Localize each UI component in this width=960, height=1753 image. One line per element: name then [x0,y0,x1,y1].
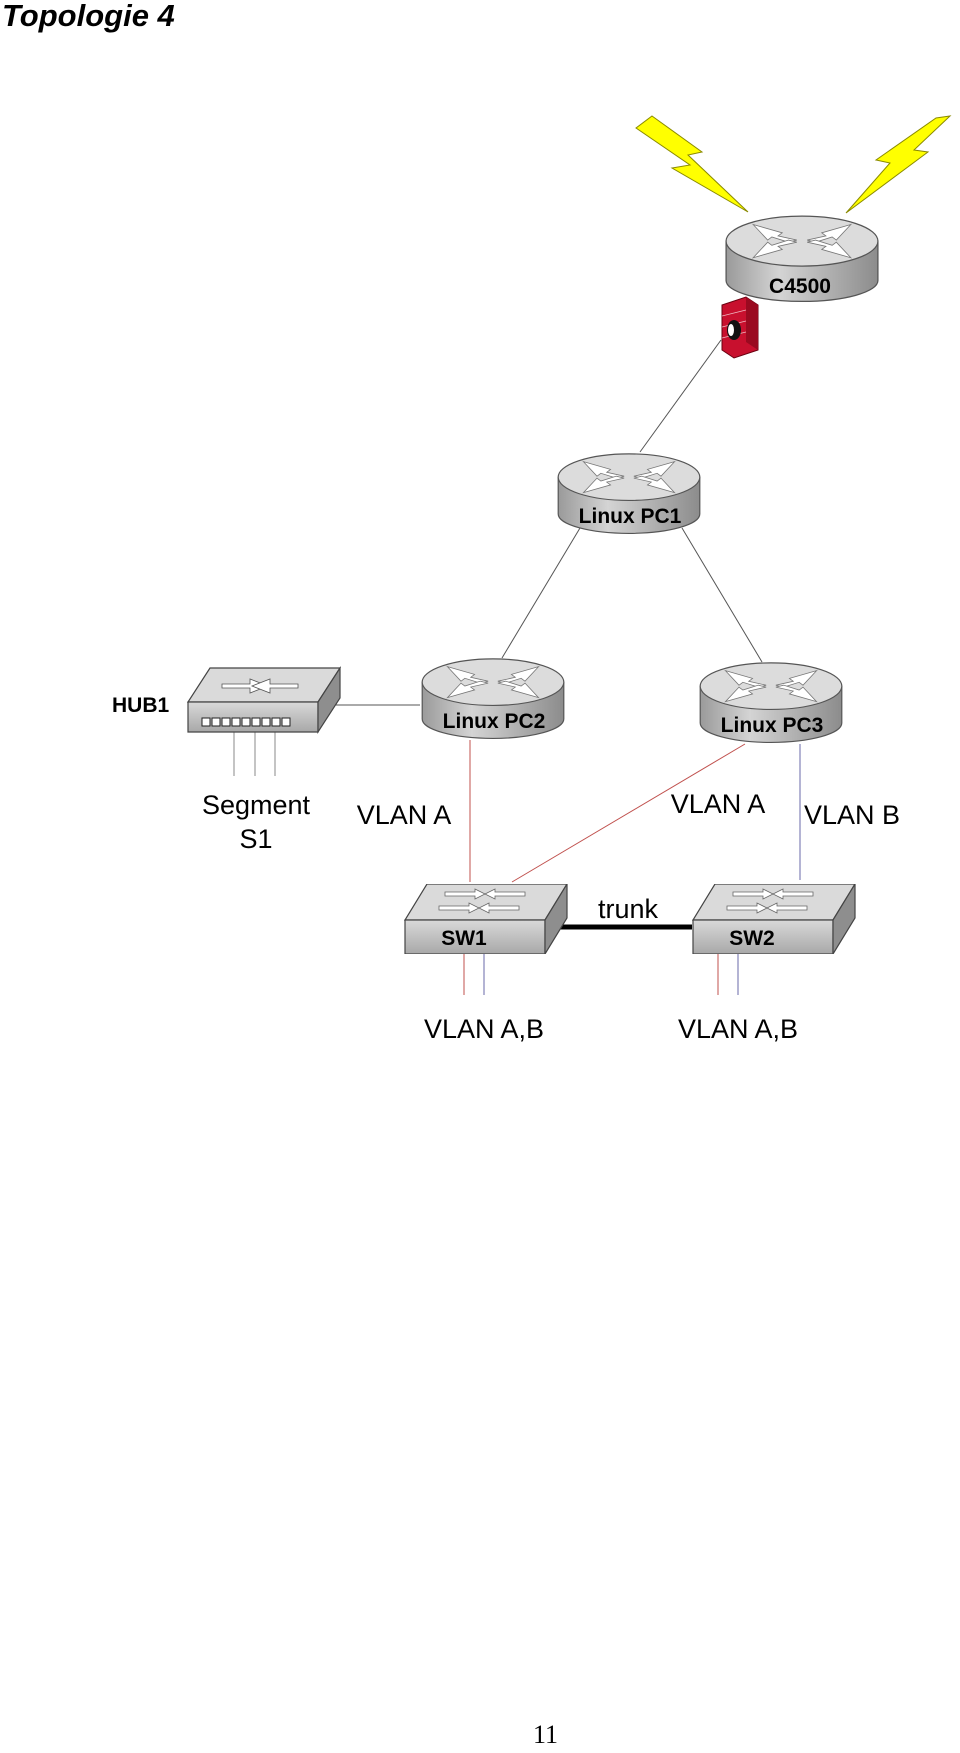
router-linux-pc2-label: Linux PC2 [443,710,546,733]
segment-label-line2: S1 [239,824,272,854]
switch-sw2-label: SW2 [729,927,775,950]
lightning-right-icon [845,115,952,214]
router-linux-pc3-label: Linux PC3 [721,714,824,737]
link-pc1-pc3 [681,527,763,663]
link-pc3-sw1-vlan-a [511,743,746,883]
router-c4500-label: C4500 [769,275,831,298]
router-c4500: C4500 [725,215,879,303]
hub1-device [186,665,342,735]
page-number: 11 [533,1720,559,1749]
switch-sw1: SW1 [404,884,568,954]
router-linux-pc3: Linux PC3 [699,662,843,743]
sw1-ports-label: VLAN A,B [424,1014,544,1044]
router-linux-pc1: Linux PC1 [557,453,701,534]
segment-label-line1: Segment [202,790,311,820]
vlan-a-label-left: VLAN A [357,800,452,830]
page-title: Topologie 4 [2,0,175,33]
hub1-label: HUB1 [112,694,169,717]
firewall-icon [721,296,759,359]
vlan-b-label: VLAN B [804,800,900,830]
vlan-a-label-right: VLAN A [671,789,766,819]
lightning-left-icon [635,115,749,213]
link-pc1-pc2 [501,527,581,659]
link-c4500-pc1 [639,339,722,453]
trunk-label: trunk [598,894,659,924]
switch-sw1-label: SW1 [441,927,487,950]
sw2-ports-label: VLAN A,B [678,1014,798,1044]
switch-sw2: SW2 [692,884,856,954]
router-linux-pc2: Linux PC2 [421,658,565,739]
router-linux-pc1-label: Linux PC1 [579,505,682,528]
